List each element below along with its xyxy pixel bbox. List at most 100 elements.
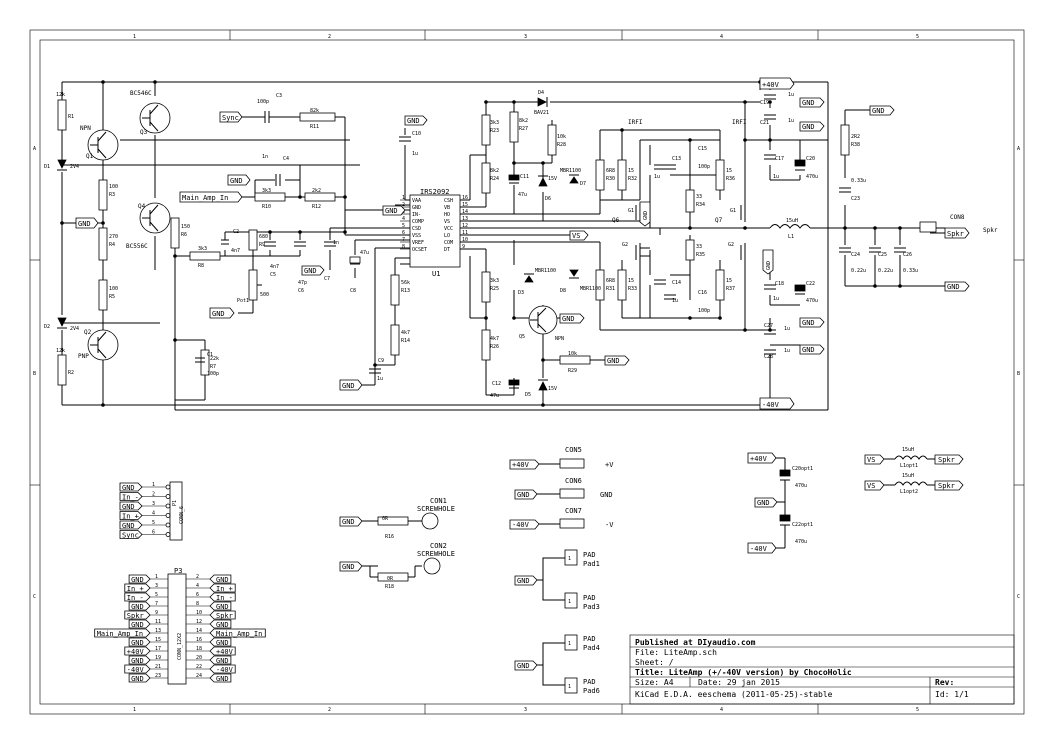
p3-left-net: GND — [131, 657, 144, 665]
label: 1u — [654, 174, 660, 180]
label: 6R8 — [606, 278, 615, 284]
net-flag — [209, 655, 232, 665]
conn6-num: 1 — [152, 482, 155, 488]
label: Pot1 — [237, 298, 249, 304]
wires — [61, 80, 945, 411]
label: 0R — [382, 516, 389, 522]
potentiometer-pot1 — [248, 269, 258, 301]
net-vs: VS — [572, 232, 580, 240]
label: R6 — [181, 232, 187, 238]
label: 1 — [568, 684, 571, 690]
label: L1opt2 — [900, 489, 918, 495]
label: R4 — [109, 242, 115, 248]
label: C27 — [764, 323, 773, 329]
label: R27 — [519, 126, 528, 132]
transistor-q4 — [139, 202, 171, 234]
label: 1n — [262, 154, 268, 160]
label: IRFI — [628, 119, 643, 126]
label: Spkr — [983, 227, 998, 234]
label: R18 — [385, 584, 394, 590]
transistor-q5 — [528, 305, 558, 335]
component-labels: BC546C Q3 NPN Q1 Q4 BC556C Q2 PNP D1 2V4… — [44, 90, 998, 399]
net-gnd: GND — [517, 577, 530, 585]
ic-pin-left: IN- — [412, 212, 421, 218]
net-gnd: GND — [766, 261, 772, 270]
ic-pin-num: 10 — [462, 237, 468, 243]
pin-circle — [165, 484, 171, 490]
pin-circle — [165, 503, 171, 509]
net-flag — [124, 664, 151, 674]
p3-left-num: 23 — [155, 673, 161, 679]
col-label: 4 — [720, 707, 723, 713]
label: 2k2 — [312, 188, 321, 194]
label: 0.22u — [878, 268, 893, 274]
p3-right-num: 20 — [196, 655, 202, 661]
ic-pin-left: OCSET — [412, 247, 427, 253]
label: C3 — [276, 93, 282, 99]
label: 2R2 — [851, 134, 860, 140]
inner-border — [39, 39, 1015, 705]
label: 22k — [210, 356, 219, 362]
row-label: A — [1017, 146, 1020, 152]
label: Q1 — [86, 153, 94, 160]
label: 100 — [109, 184, 118, 190]
label: Pad3 — [583, 603, 600, 611]
resistor-r28 — [547, 124, 557, 156]
ic-pin-num: 1 — [402, 195, 405, 201]
net-vs: VS — [867, 456, 875, 464]
p3-right-net: GND — [216, 639, 229, 647]
label: 1u — [412, 151, 418, 157]
ic-pin-num: 16 — [462, 195, 468, 201]
net-flag — [209, 646, 236, 656]
p3-right-num: 14 — [196, 628, 202, 634]
ic-u1-ref: U1 — [432, 270, 440, 278]
label: C20opt1 — [792, 466, 813, 472]
label: C6 — [298, 288, 304, 294]
label: CON1 — [430, 497, 447, 505]
label: D5 — [525, 392, 531, 398]
label: 15 — [628, 278, 634, 284]
label: R10 — [262, 204, 271, 210]
net-main-amp-in: Main_Amp_In — [182, 194, 228, 202]
col-label: 1 — [133, 34, 136, 40]
net-flag — [124, 592, 151, 602]
label: C17 — [775, 156, 784, 162]
ic-pin-num: 2 — [402, 202, 405, 208]
p3-left-net: In_+ — [127, 585, 144, 593]
label: R7 — [210, 364, 216, 370]
p3-right-net: Main_Amp_In — [216, 630, 262, 638]
ic-pin-num: 7 — [402, 237, 405, 243]
p3-left-net: Main_Amp_In — [97, 630, 143, 638]
pin-circle — [165, 522, 171, 528]
label: 15 — [628, 168, 634, 174]
conn6-num: 2 — [152, 492, 155, 498]
resistor-r3 — [98, 179, 108, 211]
label: C9 — [378, 358, 384, 364]
net-flag — [119, 511, 143, 520]
col-label: 1 — [133, 707, 136, 713]
col-label: 3 — [524, 707, 527, 713]
ic-pin-num: 6 — [402, 230, 405, 236]
resistor-r34 — [685, 189, 695, 213]
label: R25 — [490, 286, 499, 292]
net-flag — [209, 637, 232, 647]
net-flag — [124, 583, 151, 593]
ic-pin-left: VSS — [412, 233, 421, 239]
label: C8 — [350, 288, 356, 294]
label: NPN — [80, 125, 91, 132]
label: R16 — [385, 534, 394, 540]
screwhole-con1 — [421, 512, 439, 530]
label: 100p — [698, 308, 710, 314]
label: L1 — [788, 234, 794, 240]
label: 1u — [788, 118, 794, 124]
label: R28 — [557, 142, 566, 148]
ic-pin-left: COMP — [412, 219, 424, 225]
optional-inductors: VS Spkr 15uH L1opt1 VS Spkr 15uH L1opt2 — [864, 447, 964, 495]
label: 12k — [56, 92, 65, 98]
label: 1u — [377, 376, 383, 382]
resistor-r11 — [299, 112, 336, 122]
label: 56k — [401, 280, 410, 286]
net-p40v: +40V — [762, 81, 780, 89]
conn6-num: 3 — [152, 501, 155, 507]
